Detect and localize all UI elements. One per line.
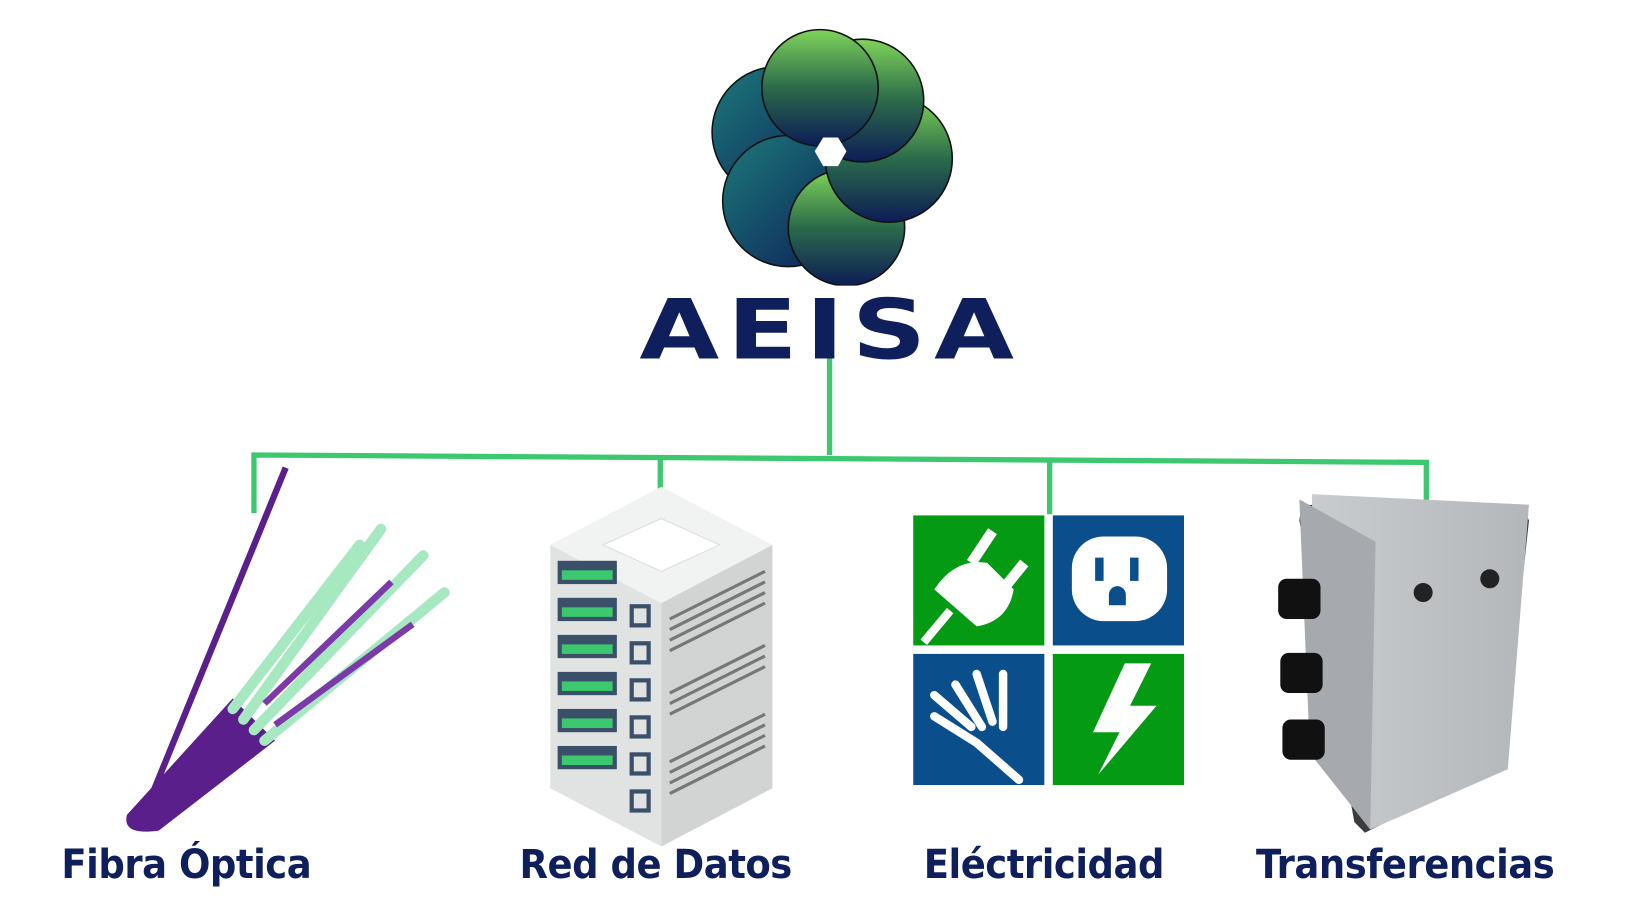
electrical-enclosure-icon [1278,494,1529,833]
aeisa-logo-icon [711,28,954,286]
fiber-optic-icon [126,466,450,832]
category-label-fibra-optica: Fibra Óptica [61,841,312,888]
brand-wordmark: AEISA [639,283,1022,379]
category-label-red-de-datos: Red de Datos [519,841,793,888]
lightning-bolt-icon [1093,663,1157,775]
electricity-icon [913,515,1185,786]
branch-line [251,452,1429,521]
category-label-transferencias: Transferencias [1255,841,1555,888]
server-icon [550,486,773,847]
category-label-electricidad: Eléctricidad [923,841,1165,888]
outlet-icon [1071,536,1168,622]
hand-shock-icon [930,669,1024,785]
plug-icon [920,528,1029,645]
